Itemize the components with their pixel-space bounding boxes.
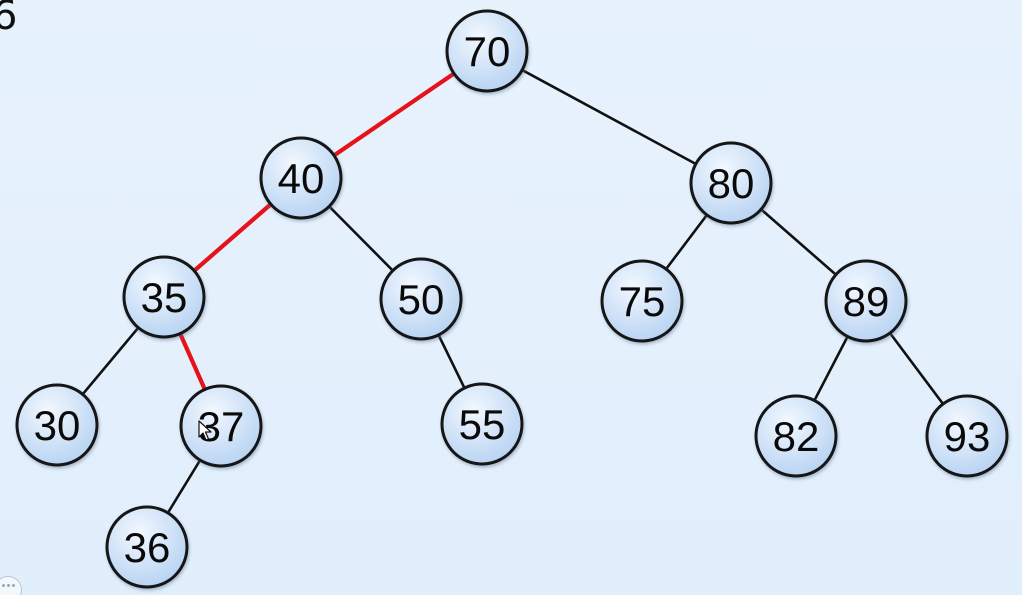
tree-node-75: 75 [600,259,684,343]
node-circle [689,141,773,225]
tree-node-80: 80 [689,141,773,225]
tree-node-55: 55 [440,382,524,466]
node-label: 75 [619,278,666,325]
mouse-cursor-icon [198,420,212,441]
tree-node-36: 36 [105,505,189,589]
node-circle [925,394,1009,478]
node-label: 89 [843,278,890,325]
node-circle [105,505,189,589]
node-label: 93 [944,413,991,460]
node-circle [259,136,343,220]
node-circle [824,259,908,343]
node-circle [179,384,263,468]
tree-node-30: 30 [15,383,99,467]
tree-node-40: 40 [259,136,343,220]
node-label: 55 [459,401,506,448]
tree-node-50: 50 [379,257,463,341]
tree-node-82: 82 [754,394,838,478]
tree-node-37: 37 [179,384,263,468]
node-label: 82 [773,413,820,460]
node-circle [600,259,684,343]
node-label: 30 [34,402,81,449]
node-label: 50 [398,276,445,323]
node-label: 40 [278,155,325,202]
tree-node-93: 93 [925,394,1009,478]
corner-label: 6 [0,0,18,39]
node-circle [440,382,524,466]
node-circle [122,255,206,339]
tree-node-70: 70 [445,9,529,93]
player-badge-icon[interactable] [0,576,22,595]
node-circle [754,394,838,478]
node-label: 36 [124,524,171,571]
node-label: 70 [464,28,511,75]
nodes-layer: 70 40 80 35 50 75 89 30 37 55 82 93 36 [15,9,1009,589]
tree-node-89: 89 [824,259,908,343]
node-label: 80 [708,160,755,207]
node-circle [445,9,529,93]
tree-node-35: 35 [122,255,206,339]
node-circle [15,383,99,467]
node-circle [379,257,463,341]
edge-70-80 [485,49,733,185]
node-label: 35 [141,274,188,321]
